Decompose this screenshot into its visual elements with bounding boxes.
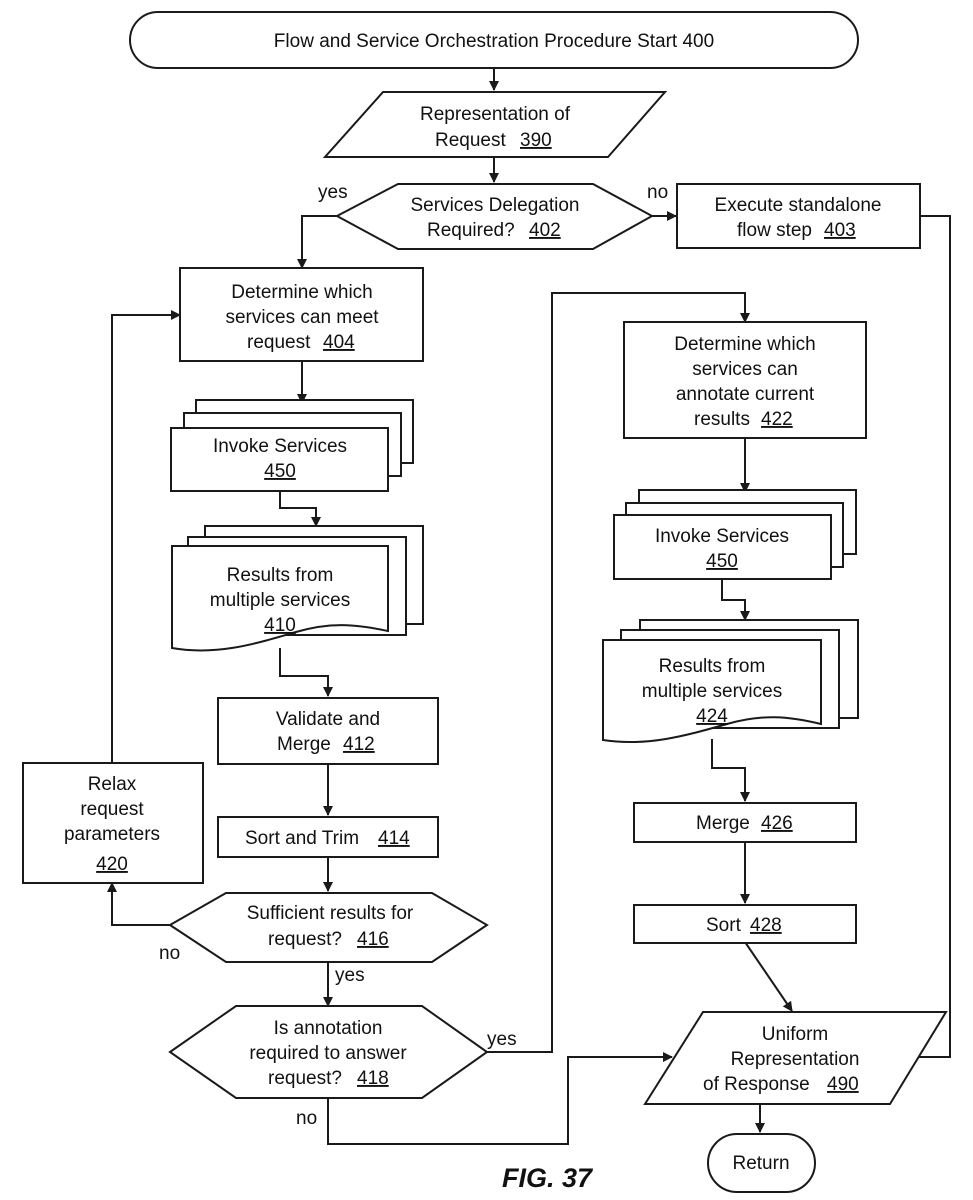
validate-line-2: Merge [277,734,331,755]
annotation-ref: 418 [357,1068,389,1089]
delegation-line-1: Services Delegation [411,195,580,216]
invoke-services-right-stack: Invoke Services 450 [613,489,857,580]
delegation-line-2: Required? [427,220,515,241]
invoke-right-label: Invoke Services [655,526,789,547]
annotation-required-decision: Is annotation required to answer request… [168,1005,489,1099]
figure-label: FIG. 37 [502,1163,594,1193]
determine-meet-line-3: request [247,332,311,353]
results-left-line-2: multiple services [210,590,350,611]
annotation-yes-label: yes [487,1029,517,1050]
delegation-ref: 402 [529,220,561,241]
request-line-1: Representation of [420,104,571,125]
invoke-left-ref: 450 [264,461,296,482]
invoke-services-left-stack: Invoke Services 450 [170,399,414,492]
delegation-no-label: no [647,182,668,203]
determine-annotate-line-4: results [694,409,750,430]
results-left-ref: 410 [264,615,296,636]
start-label: Flow and Service Orchestration Procedure… [274,31,714,52]
merge-node: Merge 426 [633,802,857,843]
determine-meet-line-1: Determine which [231,282,373,303]
sufficient-no-label: no [159,943,180,964]
relax-request-parameters-node: Relax request parameters 420 [22,762,204,884]
annotation-line-2: required to answer [249,1043,407,1064]
results-left-document-stack: Results from multiple services 410 [171,525,424,652]
determine-meet-line-2: services can meet [225,307,379,328]
sufficient-results-decision: Sufficient results for request? 416 [168,892,489,963]
relax-line-2: request [80,799,144,820]
request-ref: 390 [520,130,552,151]
sort-node: Sort 428 [633,904,857,944]
sort-label: Sort [706,915,742,936]
request-line-2: Request [435,130,506,151]
determine-annotate-line-2: services can [692,359,798,380]
determine-services-annotate-node: Determine which services can annotate cu… [623,321,867,439]
sort-trim-node: Sort and Trim 414 [217,816,439,858]
relax-ref: 420 [96,854,128,875]
standalone-line-2: flow step [737,220,812,241]
results-right-line-1: Results from [659,656,766,677]
sort-trim-label: Sort and Trim [245,828,359,849]
sort-trim-ref: 414 [378,828,410,849]
request-representation-node: Representation of Request 390 [322,91,668,158]
uniform-ref: 490 [827,1074,859,1095]
determine-meet-ref: 404 [323,332,355,353]
validate-merge-node: Validate and Merge 412 [217,697,439,765]
return-terminator: Return [707,1133,816,1193]
standalone-line-1: Execute standalone [715,195,882,216]
uniform-line-2: Representation [731,1049,860,1070]
determine-annotate-line-3: annotate current [676,384,815,405]
return-label: Return [732,1153,789,1174]
determine-annotate-ref: 422 [761,409,793,430]
validate-ref: 412 [343,734,375,755]
determine-annotate-line-1: Determine which [674,334,816,355]
determine-services-meet-node: Determine which services can meet reques… [179,267,424,362]
validate-line-1: Validate and [276,709,380,730]
results-right-line-2: multiple services [642,681,782,702]
sufficient-yes-label: yes [335,965,365,986]
merge-ref: 426 [761,813,793,834]
invoke-left-label: Invoke Services [213,436,347,457]
merge-label: Merge [696,813,750,834]
sufficient-ref: 416 [357,929,389,950]
sufficient-line-2: request? [268,929,342,950]
annotation-line-3: request? [268,1068,342,1089]
start-terminator: Flow and Service Orchestration Procedure… [129,11,859,69]
relax-line-1: Relax [88,774,137,795]
results-right-ref: 424 [696,706,728,727]
annotation-line-1: Is annotation [274,1018,383,1039]
uniform-response-node: Uniform Representation of Response 490 [643,1011,948,1105]
delegation-yes-label: yes [318,182,348,203]
connector-lines [107,68,951,1145]
results-right-document-stack: Results from multiple services 424 [602,619,859,744]
uniform-line-3: of Response [703,1074,810,1095]
sort-ref: 428 [750,915,782,936]
annotation-no-label: no [296,1108,317,1129]
services-delegation-decision: Services Delegation Required? 402 [334,183,655,250]
invoke-right-ref: 450 [706,551,738,572]
sufficient-line-1: Sufficient results for [247,903,414,924]
uniform-line-1: Uniform [762,1024,829,1045]
relax-line-3: parameters [64,824,160,845]
standalone-flow-step-node: Execute standalone flow step 403 [676,183,921,249]
results-left-line-1: Results from [227,565,334,586]
standalone-ref: 403 [824,220,856,241]
